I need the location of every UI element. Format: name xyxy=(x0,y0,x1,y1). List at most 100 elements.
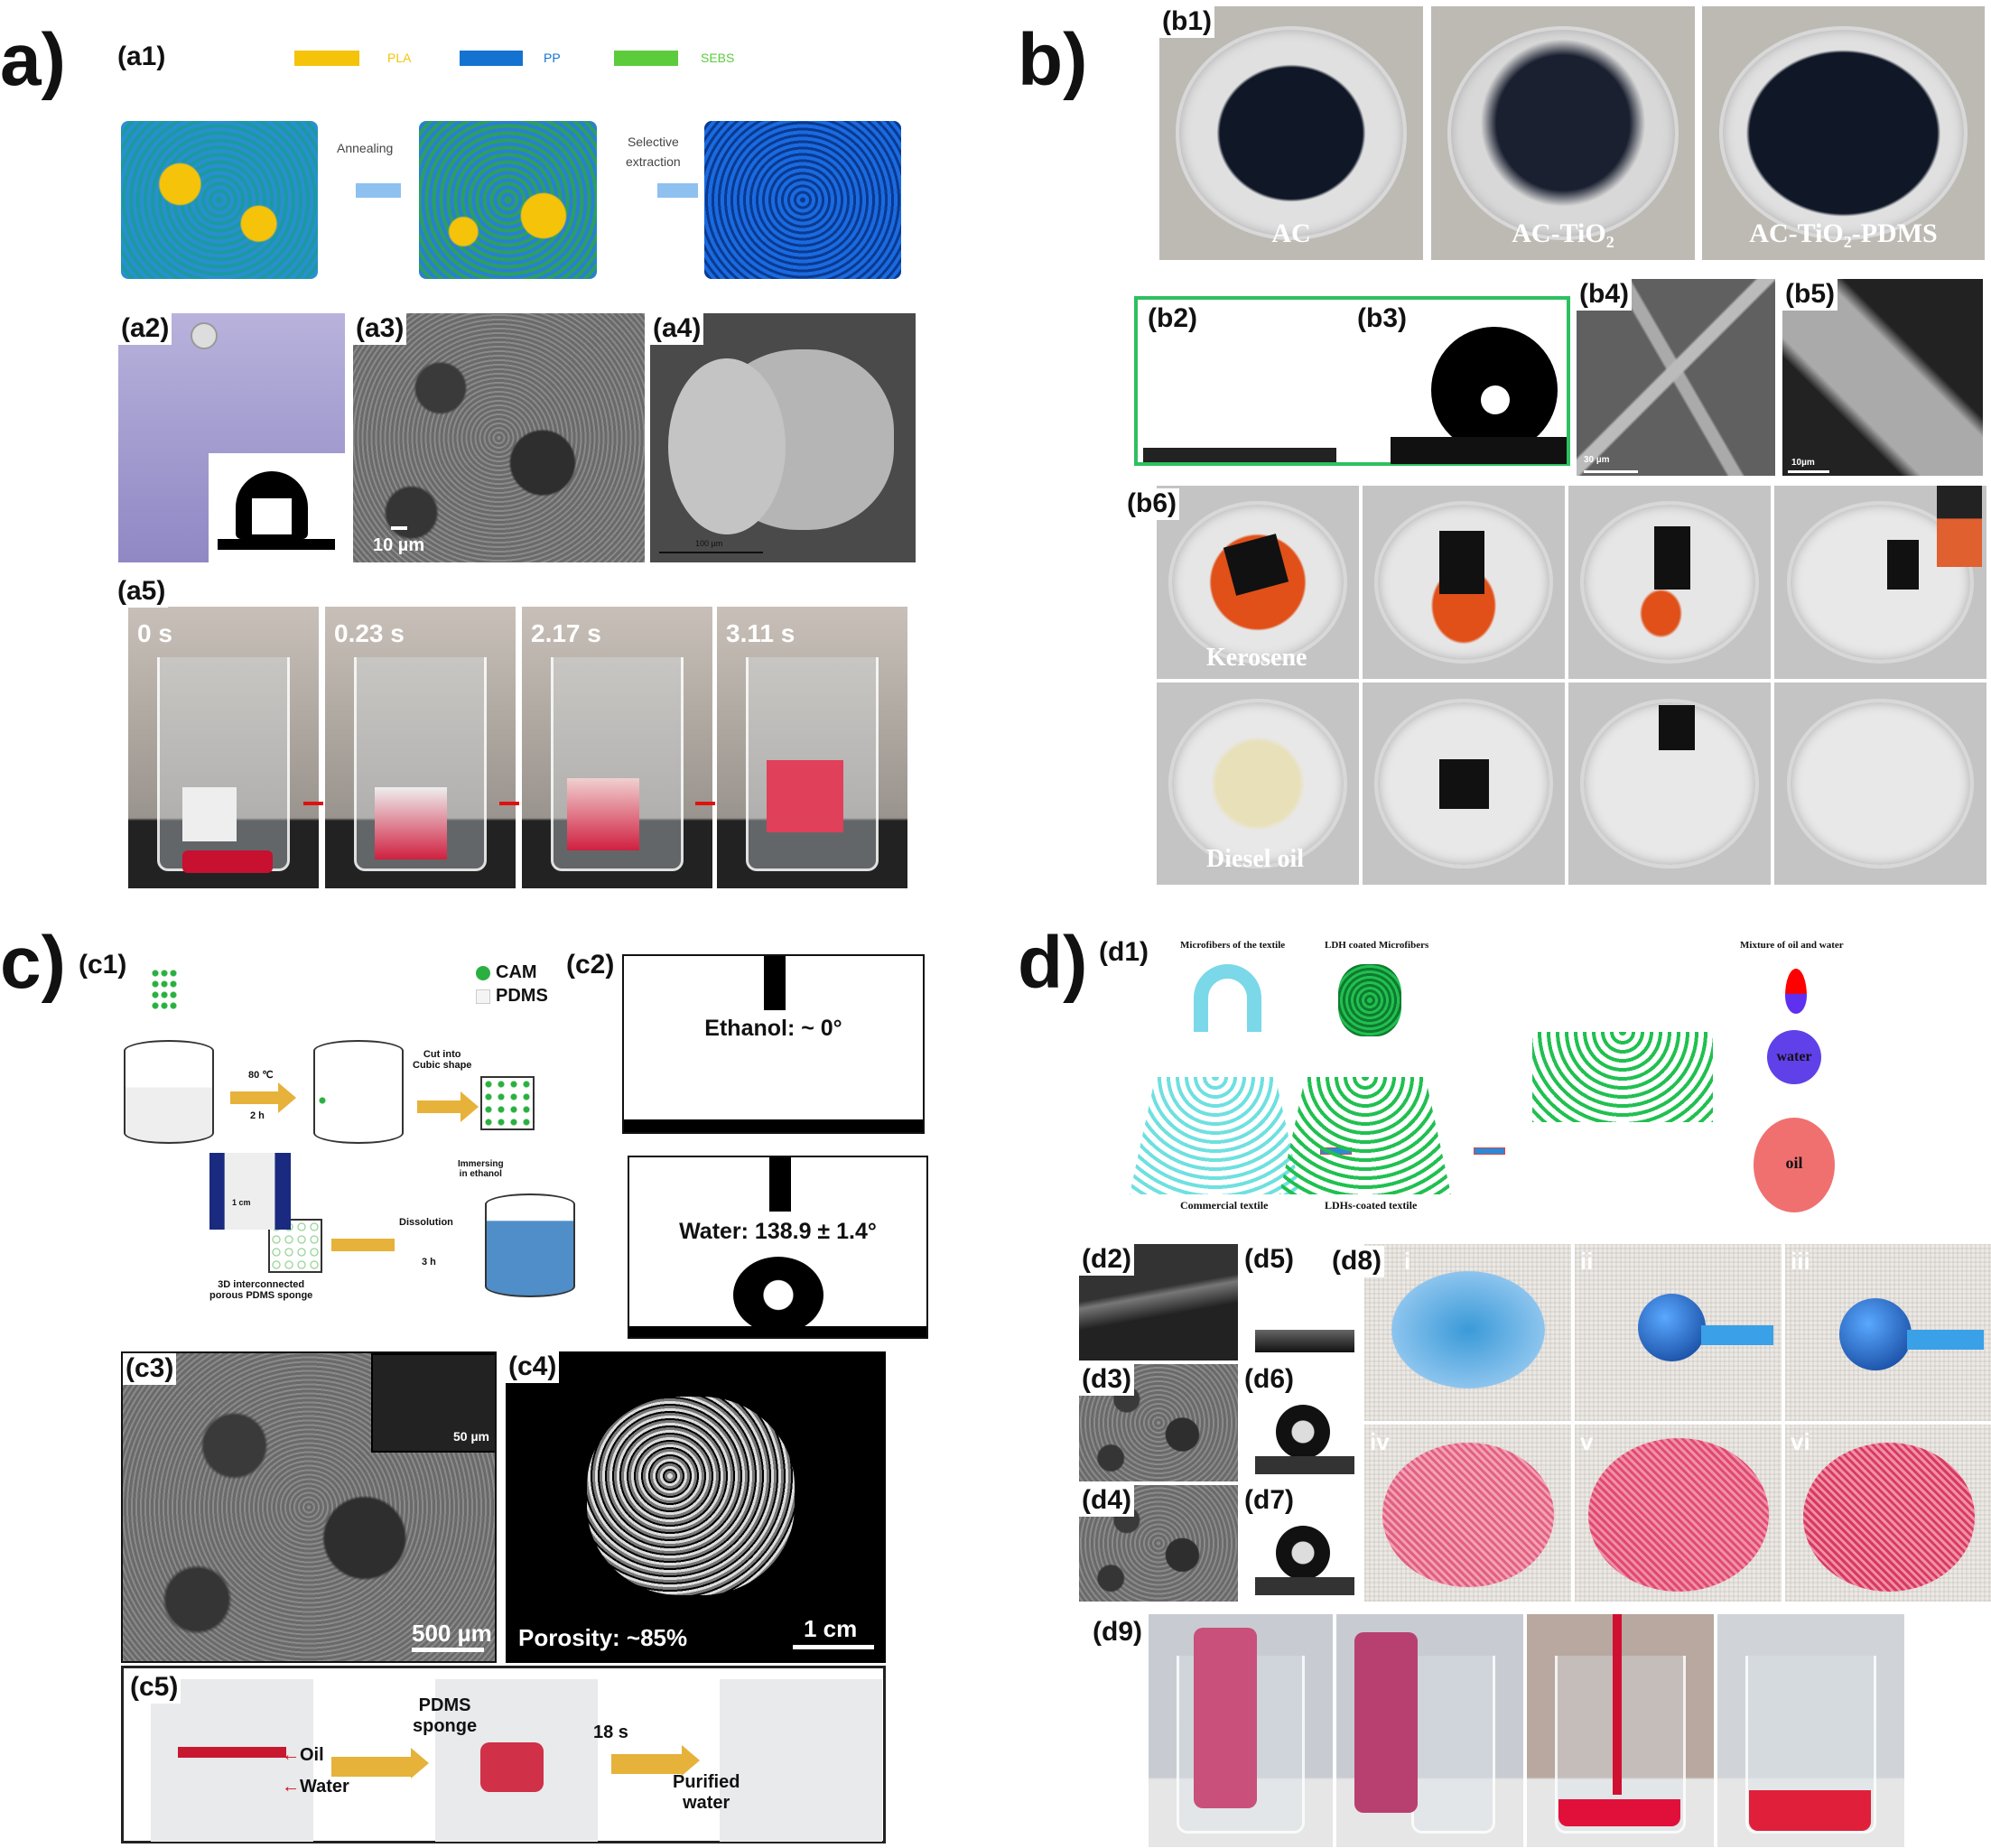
water-ball: water xyxy=(1767,1030,1821,1084)
d5-label: (d5) xyxy=(1242,1244,1297,1276)
kerosene-frame-4 xyxy=(1774,486,1986,679)
red-arrow-icon xyxy=(695,802,715,805)
d8-label: (d8) xyxy=(1329,1246,1384,1277)
selective-text: Selective xyxy=(627,135,679,149)
beaker-ethanol xyxy=(485,1193,575,1297)
ldh-microfiber-icon xyxy=(1338,964,1401,1036)
substrate xyxy=(218,539,335,550)
kerosene-label: Kerosene xyxy=(1206,644,1307,672)
d8-tile-v: v xyxy=(1575,1425,1782,1602)
dish xyxy=(1787,698,1974,869)
b2-b3-contact-angle-box: (b2) (b3) xyxy=(1134,296,1570,466)
filter-textile xyxy=(1532,1032,1713,1122)
c2-water-contact-angle: Water: 138.9 ± 1.4° xyxy=(628,1156,928,1339)
pink-textile xyxy=(1194,1628,1257,1808)
tile-label: iii xyxy=(1791,1248,1810,1275)
sponge xyxy=(1659,705,1695,750)
beaker-pdms xyxy=(124,1040,214,1144)
d6-label: (d6) xyxy=(1242,1364,1297,1396)
imm-line1: Immersing xyxy=(458,1159,504,1169)
b2-flat-film xyxy=(1143,448,1336,462)
caption-microfibers: Microfibers of the textile xyxy=(1180,940,1286,951)
beaker-mixture xyxy=(313,1040,404,1144)
porosity-text: Porosity: ~85% xyxy=(518,1624,688,1651)
tile-label: v xyxy=(1580,1428,1594,1455)
substrate xyxy=(1255,1577,1354,1595)
caption-ldh-microfibers: LDH coated Microfibers xyxy=(1325,940,1429,951)
a2-contact-angle-inset xyxy=(209,453,345,562)
d1-label: (d1) xyxy=(1096,937,1151,969)
extraction-arrow-icon xyxy=(657,183,698,198)
diesel-frame-1: Diesel oil xyxy=(1157,683,1359,885)
d8-tile-i: i xyxy=(1364,1244,1571,1421)
sponge xyxy=(1654,526,1690,590)
sponge-3d-render xyxy=(587,1397,795,1595)
a5-frame-0-23s: 0.23 s xyxy=(325,607,516,888)
time-label: 3.11 s xyxy=(726,619,795,647)
a5-label: (a5) xyxy=(115,576,169,608)
c3-inset: 50 µm xyxy=(371,1353,495,1453)
time-label: 0.23 s xyxy=(334,619,405,647)
b4-sem-image: (b4) 30 µm xyxy=(1577,279,1775,476)
d9-frame-1 xyxy=(1149,1614,1333,1847)
red-oil-collected xyxy=(1749,1790,1871,1831)
oil-layer xyxy=(178,1747,286,1758)
sponge-photo-inset: 1 cm xyxy=(209,1153,291,1230)
b3-label: (b3) xyxy=(1354,303,1410,335)
blue-droplet xyxy=(1638,1294,1706,1361)
tile-label: vi xyxy=(1791,1428,1810,1455)
dissolution-text: Dissolution xyxy=(399,1217,453,1228)
time-text: 18 s xyxy=(593,1723,628,1742)
spread-stain xyxy=(1391,1271,1545,1388)
water-label: ←Water xyxy=(282,1777,349,1797)
annealing-text: Annealing xyxy=(337,141,394,155)
tile-label: ii xyxy=(1580,1248,1594,1275)
sponge xyxy=(767,760,843,832)
red-oil-stain xyxy=(1588,1438,1769,1592)
diesel-frame-3 xyxy=(1568,683,1771,885)
substrate xyxy=(624,1119,923,1132)
c2-label: (c2) xyxy=(563,950,618,981)
substrate xyxy=(1255,1330,1354,1352)
d9-label: (d9) xyxy=(1090,1617,1145,1648)
kerosene-frame-3 xyxy=(1568,486,1771,679)
caption-mixture: Mixture of oil and water xyxy=(1740,940,1844,951)
ethanol-angle-text: Ethanol: ~ 0° xyxy=(704,1016,842,1041)
red-oil-collected xyxy=(1558,1799,1680,1826)
result-line1: 3D interconnected xyxy=(218,1279,305,1290)
porous-sponge-cube xyxy=(268,1219,322,1273)
d9-frame-4 xyxy=(1717,1614,1904,1847)
oil-red xyxy=(182,850,273,873)
pink-textile xyxy=(1354,1632,1418,1813)
dish-label: AC-TiO₂-PDMS xyxy=(1749,218,1938,248)
b5-scale-bar xyxy=(1788,470,1829,473)
b6-label: (b6) xyxy=(1124,488,1179,520)
a5-frame-2-17s: 2.17 s xyxy=(522,607,712,888)
b1-dish-ac-tio2: AC-TiO₂ xyxy=(1431,6,1695,260)
a5-frame-0s: 0 s xyxy=(128,607,319,888)
scale-text: 1 cm xyxy=(232,1198,251,1207)
b5-sem-image: (b5) 10µm xyxy=(1782,279,1983,476)
sponge xyxy=(1439,531,1484,594)
a2-photo: (a2) xyxy=(118,313,345,562)
dish xyxy=(1718,26,1968,240)
arrow-icon xyxy=(611,1745,700,1776)
d7-label: (d7) xyxy=(1242,1485,1297,1517)
extraction-text: extraction xyxy=(626,154,681,170)
a3-scale-bar xyxy=(391,526,407,530)
cut-line1: Cut into xyxy=(423,1049,461,1060)
pp-legend-text: PP xyxy=(544,51,561,65)
kerosene-frame-2 xyxy=(1363,486,1565,679)
dish-label: AC-TiO₂ xyxy=(1512,218,1614,248)
droplet-highlight xyxy=(252,498,292,534)
oil-water-drop xyxy=(1785,969,1807,1014)
d8-tile-ii: ii xyxy=(1575,1244,1782,1421)
panel-a-label: a) xyxy=(0,19,66,101)
dish xyxy=(1787,501,1974,664)
b4-scale-bar xyxy=(1584,470,1638,473)
tile-label: i xyxy=(1404,1248,1411,1275)
blue-droplet xyxy=(1839,1298,1912,1370)
cylinder-face xyxy=(668,358,786,534)
d3-sem-image: (d3) xyxy=(1079,1364,1238,1481)
vial-inset xyxy=(1937,486,1982,567)
